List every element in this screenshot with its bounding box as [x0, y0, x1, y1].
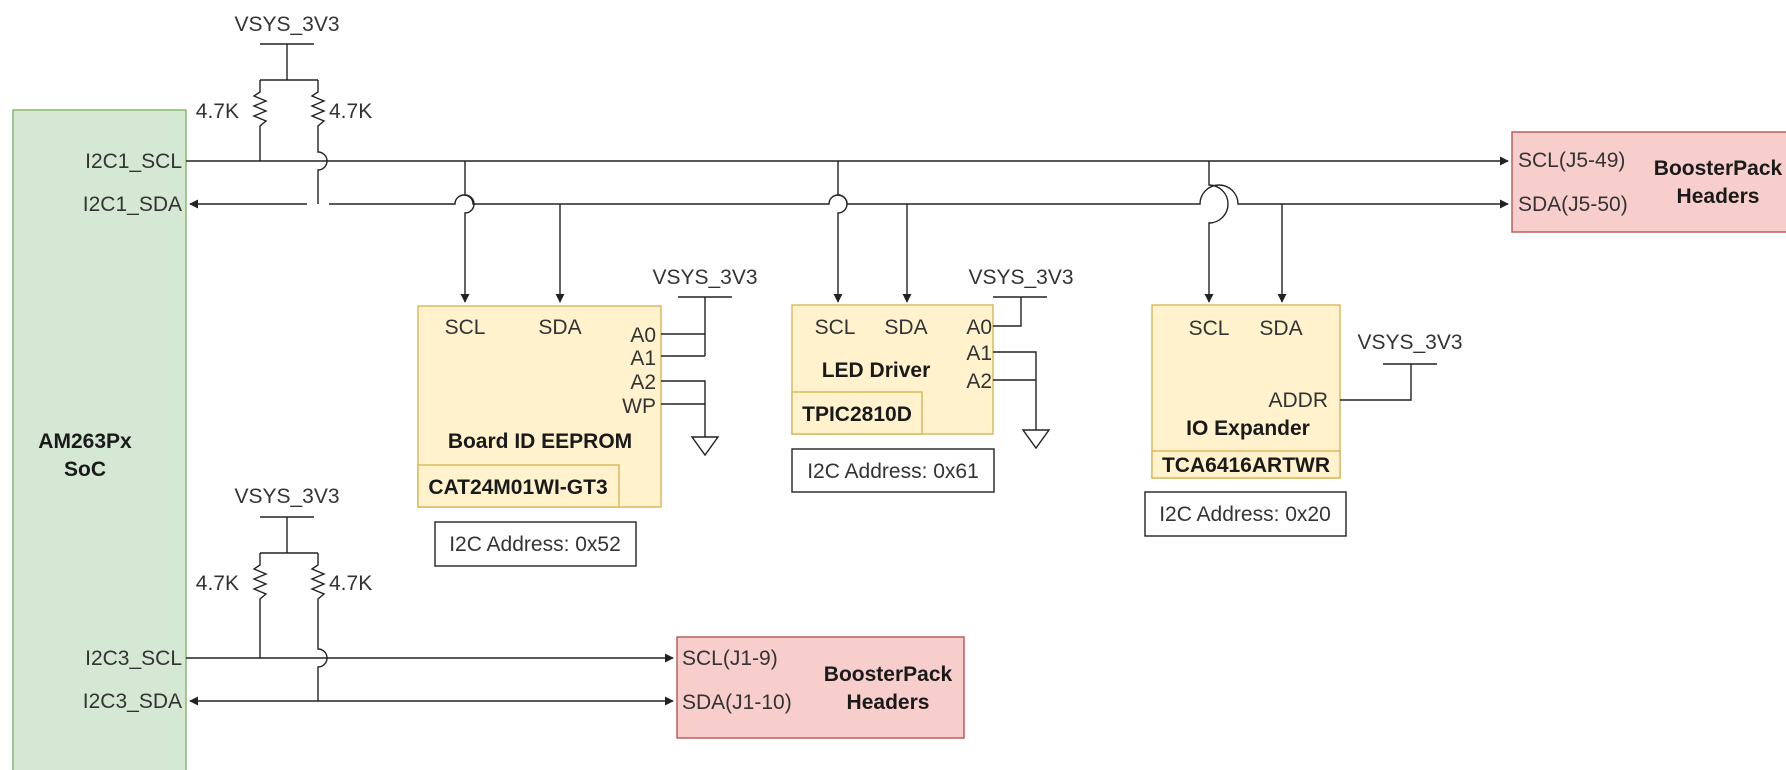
led-driver-scl-tap [833, 161, 848, 303]
resistor-r3-value: 4.7K [196, 572, 239, 595]
boosterpack-j5-title-line1: BoosterPack [1654, 157, 1783, 180]
io-expander-block [1151, 304, 1341, 479]
resistor-r1-value: 4.7K [196, 100, 239, 123]
boosterpack-j5-block [1511, 131, 1786, 233]
resistor-r4-icon [310, 553, 328, 701]
vsys-label-led-driver: VSYS_3V3 [968, 266, 1073, 289]
i2c3-scl-label: I2C3_SCL [85, 647, 182, 670]
eeprom-part-number: CAT24M01WI-GT3 [428, 476, 607, 499]
io-expander-addr-pin: ADDR [1268, 389, 1328, 412]
led-driver-a0-strap [993, 296, 1047, 327]
resistor-r2-value: 4.7K [329, 100, 372, 123]
resistor-r2-icon [310, 80, 328, 204]
io-expander-name: IO Expander [1186, 417, 1310, 440]
led-driver-name: LED Driver [822, 359, 931, 382]
eeprom-address: I2C Address: 0x52 [449, 533, 621, 556]
eeprom-a0-pin: A0 [630, 324, 656, 347]
eeprom-part-box [417, 464, 620, 508]
vsys-label-i2c1-pullups: VSYS_3V3 [234, 13, 339, 36]
led-driver-part-number: TPIC2810D [802, 403, 912, 426]
led-driver-address-box [791, 448, 995, 493]
eeprom-scl-pin: SCL [445, 316, 486, 339]
boosterpack-j5-title-line2: Headers [1677, 185, 1760, 208]
eeprom-a2-wp-strap [661, 380, 706, 437]
eeprom-a1-pin: A1 [630, 347, 656, 370]
led-driver-part-box [791, 391, 923, 435]
soc-block [12, 109, 187, 770]
resistor-r3-icon [252, 553, 268, 658]
io-expander-address-box [1144, 491, 1347, 537]
led-driver-a1-pin: A1 [966, 342, 992, 365]
i2c1-sda-label: I2C1_SDA [83, 193, 182, 216]
resistor-r4-value: 4.7K [329, 572, 372, 595]
led-driver-sda-pin: SDA [884, 316, 927, 339]
boosterpack-j1-sda-label: SDA(J1-10) [682, 691, 792, 714]
boosterpack-j1-scl-label: SCL(J1-9) [682, 647, 778, 670]
eeprom-ground-icon [690, 436, 720, 457]
i2c3-pullup-rail [260, 516, 318, 554]
boosterpack-j1-title-line1: BoosterPack [824, 663, 953, 686]
eeprom-wp-pin: WP [622, 395, 656, 418]
led-driver-ground-icon [1021, 429, 1051, 450]
eeprom-a2-pin: A2 [630, 371, 656, 394]
eeprom-sda-pin: SDA [538, 316, 581, 339]
resistor-r1-icon [252, 80, 268, 161]
eeprom-name: Board ID EEPROM [448, 430, 632, 453]
boosterpack-j1-title-line2: Headers [847, 691, 930, 714]
boosterpack-j5-sda-label: SDA(J5-50) [1518, 193, 1628, 216]
eeprom-scl-tap [460, 161, 475, 303]
eeprom-a0-a1-strap [661, 296, 732, 357]
io-expander-address: I2C Address: 0x20 [1159, 503, 1331, 526]
io-expander-sda-pin: SDA [1259, 317, 1302, 340]
eeprom-address-box [434, 521, 637, 567]
led-driver-scl-pin: SCL [815, 316, 856, 339]
i2c1-scl-label: I2C1_SCL [85, 150, 182, 173]
io-expander-part-box [1151, 450, 1341, 479]
led-driver-a1-a2-strap [993, 351, 1037, 430]
soc-name-line1: AM263Px [38, 430, 132, 453]
boosterpack-j1-block [676, 636, 965, 739]
led-driver-address: I2C Address: 0x61 [807, 460, 979, 483]
io-expander-scl-tap [1204, 161, 1229, 303]
soc-name-line2: SoC [64, 458, 106, 481]
i2c1-pullup-rail [260, 43, 318, 81]
vsys-label-eeprom: VSYS_3V3 [652, 266, 757, 289]
i2c1-sda-bus-wire [190, 184, 1508, 204]
vsys-label-i2c3-pullups: VSYS_3V3 [234, 485, 339, 508]
vsys-label-io-expander: VSYS_3V3 [1357, 331, 1462, 354]
io-expander-part-number: TCA6416ARTWR [1162, 454, 1330, 477]
led-driver-a0-pin: A0 [966, 316, 992, 339]
boosterpack-j5-scl-label: SCL(J5-49) [1518, 149, 1625, 172]
io-expander-addr-strap [1340, 363, 1437, 401]
led-driver-a2-pin: A2 [966, 370, 992, 393]
i2c3-sda-label: I2C3_SDA [83, 690, 182, 713]
io-expander-scl-pin: SCL [1189, 317, 1230, 340]
